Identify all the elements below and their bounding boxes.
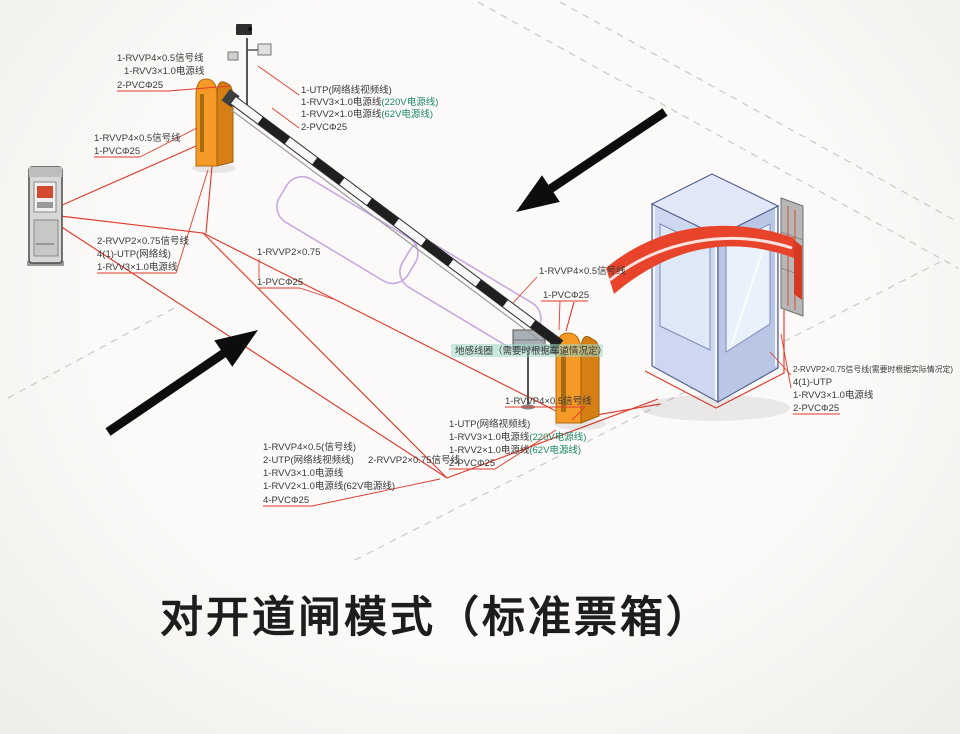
cable-label: 2-PVCΦ25	[449, 458, 495, 469]
cable-label: 1-RVV2×1.0电源线(62V电源线)	[263, 480, 395, 492]
cable-label: 1-RVV3×1.0电源线(220V电源线)	[449, 431, 586, 443]
cable-label: 2-PVCΦ25	[301, 122, 347, 133]
label-a: 1-RVVP4×0.5信号线 1-RVV3×1.0电源线 2-PVCΦ25	[117, 52, 205, 91]
cable-label: 1-RVVP4×0.5(信号线)	[263, 441, 356, 453]
camera-pole	[227, 24, 272, 116]
label-l: 2-RVVP2×0.75信号线(需要时根据实际情况定) 4(1)-UTP 1-R…	[793, 364, 953, 414]
road-lines	[7, 1, 959, 561]
ticket-dispenser	[27, 166, 64, 266]
booth-ribbon	[606, 225, 794, 294]
label-i: 1-UTP(网络视频线) 1-RVV3×1.0电源线(220V电源线) 1-RV…	[449, 418, 586, 469]
panel-line	[780, 231, 804, 241]
ribbon-stripe	[609, 237, 793, 282]
direction-arrow-in	[516, 108, 668, 212]
cable-label: 1-RVVP4×0.5信号线	[505, 395, 592, 407]
cable-runs	[59, 145, 785, 479]
cable-label: 2-RVVP2×0.75信号线	[368, 454, 460, 466]
cable-label: 1-RVVP4×0.5信号线	[539, 265, 626, 277]
cable-label: 2-RVVP2×0.75信号线(需要时根据实际情况定)	[793, 364, 953, 374]
cable-run	[565, 301, 575, 332]
cable-label: 1-RVV3×1.0电源线	[793, 389, 874, 401]
booth-roof	[650, 173, 780, 237]
dispenser-screen	[37, 186, 53, 198]
road-line	[354, 261, 941, 561]
cable-label: 2-PVCΦ25	[793, 403, 839, 414]
cable-label: 1-RVV2×1.0电源线(62V电源线)	[301, 108, 433, 120]
cable-label: 1-PVCΦ25	[94, 146, 140, 157]
gate-slot	[561, 350, 566, 412]
label-j: 1-RVVP4×0.5(信号线) 2-UTP(网络线视频线) 1-RVV3×1.…	[263, 441, 395, 506]
cable-run	[446, 398, 659, 479]
cable-label: 1-UTP(网络视频线)	[449, 418, 530, 430]
label-b: 1-RVVP4×0.5信号线 1-PVCΦ25	[94, 132, 181, 157]
gate-slot	[200, 94, 204, 152]
cable-label: 1-UTP(网络线视频线)	[301, 84, 392, 96]
label-leaders	[94, 65, 840, 507]
cable-label: 1-RVV3×1.0电源线	[263, 467, 344, 479]
cable-label: 1-RVVP4×0.5信号线	[94, 132, 181, 144]
cable-label: 1-RVV3×1.0电源线	[124, 65, 205, 77]
label-h: 1-RVVP4×0.5信号线	[505, 395, 592, 407]
label-d: 2-RVVP2×0.75信号线 4(1)-UTP(网络线) 1-RVV3×1.0…	[97, 235, 189, 273]
label-k: 2-RVVP2×0.75信号线	[368, 454, 460, 466]
ribbon-wrap	[794, 240, 802, 300]
dispenser-buttons	[37, 202, 53, 208]
cable-label: 4(1)-UTP	[793, 377, 832, 388]
road-line	[559, 1, 959, 223]
gate-front	[195, 78, 218, 167]
cable-label: 1-RVV3×1.0电源线	[97, 261, 178, 273]
guard-booth	[606, 173, 802, 421]
cable-label: 1-RVVP2×0.75	[257, 247, 320, 258]
cable-run	[202, 232, 561, 414]
cable-label: 1-RVV2×1.0电源线(62V电源线)	[449, 444, 581, 456]
sign-plate	[257, 43, 272, 56]
cable-label: 4-PVCΦ25	[263, 495, 309, 506]
cable-label: 4(1)-UTP(网络线)	[97, 248, 171, 260]
road-line	[477, 1, 959, 269]
label-f: 1-RVVP4×0.5信号线 1-PVCΦ25	[539, 265, 626, 301]
cable-label: 2-RVVP2×0.75信号线	[97, 235, 189, 247]
cable-run	[59, 225, 448, 479]
camera-icon	[236, 24, 252, 35]
camera-lens	[248, 27, 252, 31]
label-c: 1-UTP(网络线视频线) 1-RVV3×1.0电源线(220V电源线) 1-R…	[301, 84, 438, 133]
ground-loop-note: 地感线圈（需要时根据车道情况定）	[455, 345, 607, 357]
cable-run	[644, 310, 785, 409]
direction-arrow-out	[105, 330, 258, 436]
road-line	[7, 305, 179, 399]
dispenser-cap	[29, 167, 62, 177]
ground-loops	[276, 175, 542, 350]
barrier-arm	[221, 89, 564, 350]
booth-shadow	[640, 395, 790, 421]
cable-label: 1-PVCΦ25	[543, 290, 589, 301]
label-e: 1-RVVP2×0.75 1-PVCΦ25	[257, 247, 320, 288]
cable-label: 1-RVV3×1.0电源线(220V电源线)	[301, 96, 438, 108]
cable-label: 1-RVVP4×0.5信号线	[117, 52, 204, 64]
dispenser-door	[33, 219, 59, 257]
diagram-title: 对开道闸模式（标准票箱）	[160, 594, 712, 642]
label-g: 地感线圈（需要时根据车道情况定）	[451, 344, 607, 357]
cable-label: 2-UTP(网络线视频线)	[263, 454, 354, 466]
cable-label: 1-PVCΦ25	[257, 277, 303, 288]
flash-box	[227, 51, 239, 61]
note-highlight	[451, 344, 603, 357]
glass-glare	[731, 239, 767, 345]
ground-loop-1	[276, 175, 419, 285]
cable-run	[205, 165, 213, 234]
cable-run	[59, 145, 197, 207]
cable-label: 2-PVCΦ25	[117, 80, 163, 91]
